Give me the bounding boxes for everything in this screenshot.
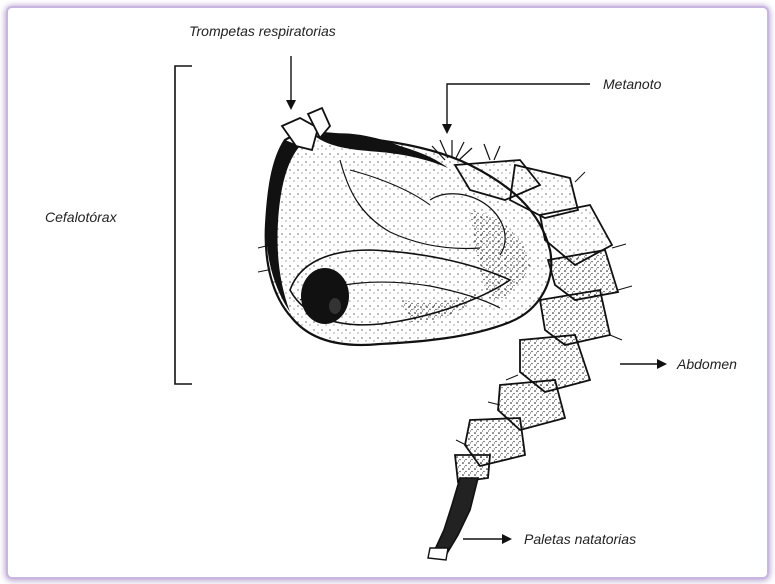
trompetas-respiratorias-label: Trompetas respiratorias xyxy=(189,23,336,39)
cefalotorax-label: Cefalotórax xyxy=(45,209,117,225)
metanoto-arrow xyxy=(447,84,590,132)
abdomen-label: Abdomen xyxy=(677,356,737,372)
paletas-natatorias xyxy=(428,478,478,560)
cefalotorax-bracket xyxy=(175,66,192,384)
metanoto-label: Metanoto xyxy=(603,76,661,92)
paletas-natatorias-label: Paletas natatorias xyxy=(524,531,636,547)
metanoto-tuft xyxy=(432,140,500,160)
